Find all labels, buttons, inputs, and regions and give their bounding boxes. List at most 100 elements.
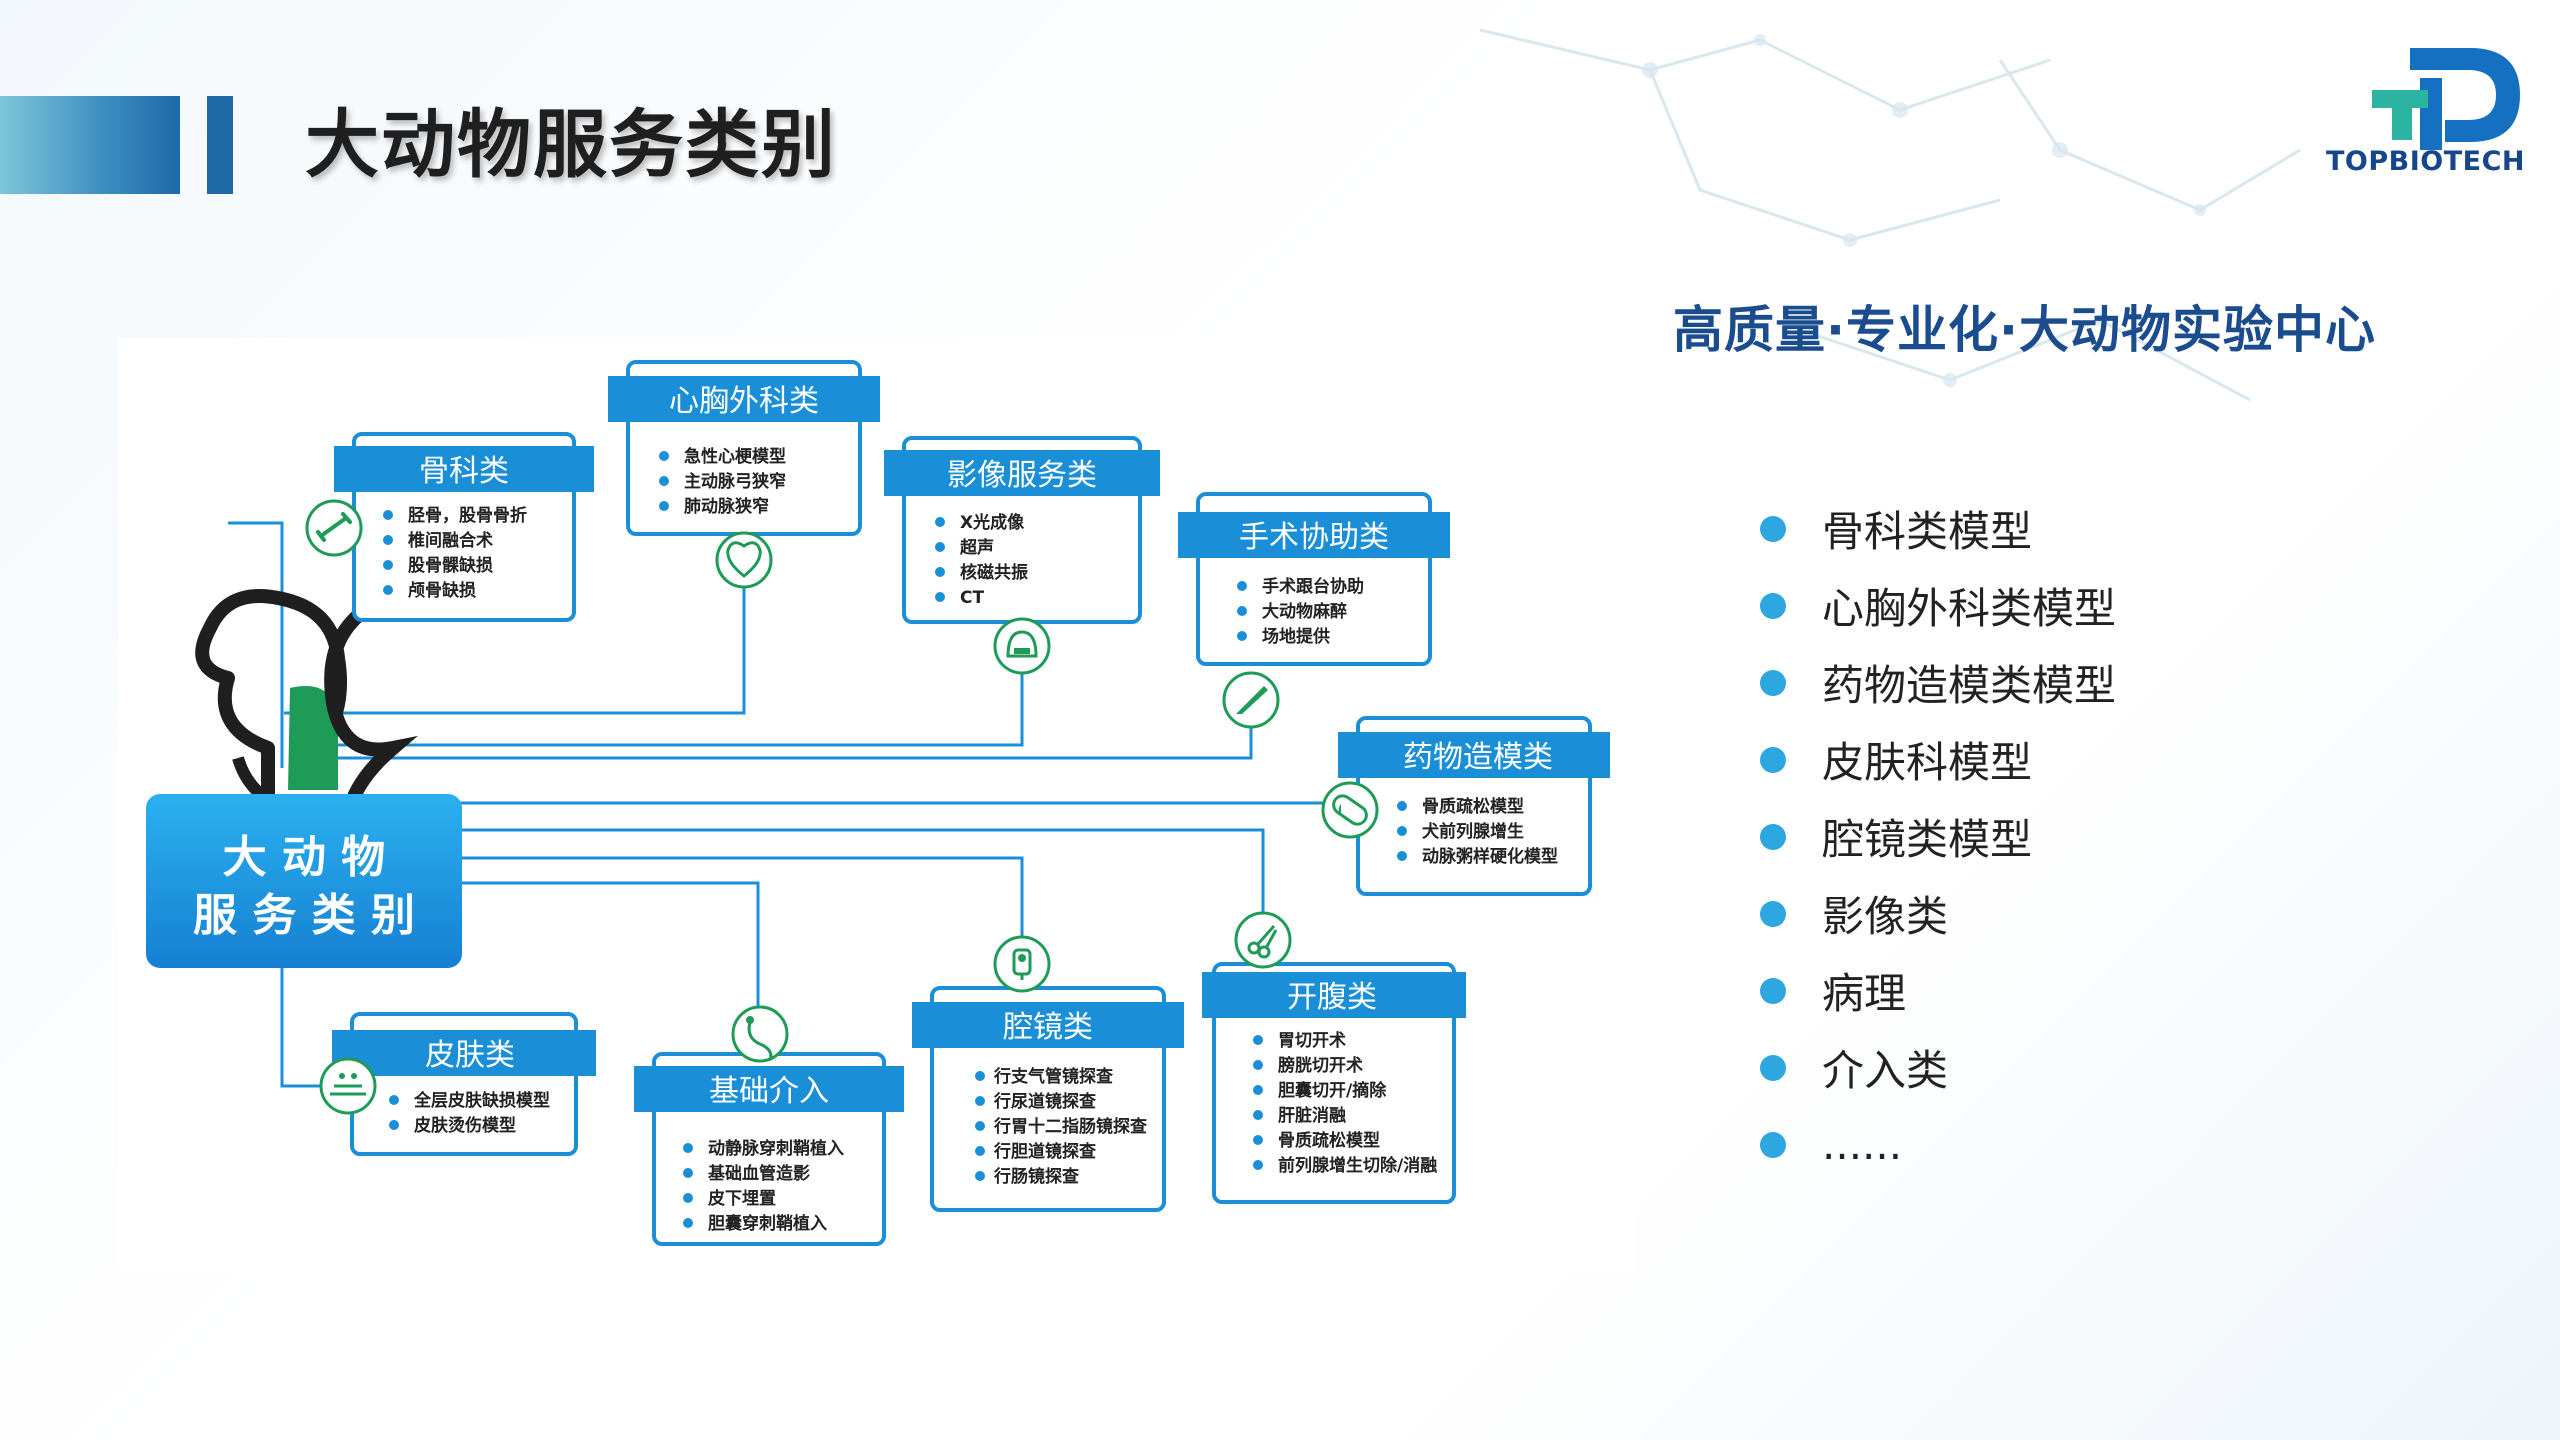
list-item: 介入类: [1760, 1029, 2116, 1106]
category-item: 胆囊切开/摘除: [1278, 1080, 1387, 1101]
skin-icon: [319, 1057, 377, 1115]
category-item: 胃切开术: [1278, 1030, 1346, 1051]
category-item: 颅骨缺损: [408, 580, 476, 601]
category-item: 股骨髁缺损: [408, 555, 493, 576]
category-title: 皮肤类: [425, 1038, 515, 1073]
list-item: 影像类: [1760, 875, 2116, 952]
bullet-dot: [1760, 515, 1786, 542]
category-title: 腔镜类: [1003, 1010, 1093, 1045]
bullet-dot: [1760, 1054, 1786, 1081]
category-item: 肺动脉狭窄: [684, 496, 769, 517]
bullet-dot: [1760, 823, 1786, 850]
category-title: 影像服务类: [947, 458, 1097, 493]
monkey-icon: [195, 589, 418, 815]
scissors-icon: [1234, 911, 1292, 969]
bullet-dot: [1760, 1131, 1786, 1158]
list-item: 心胸外科类模型: [1760, 567, 2116, 644]
category-title: 手术协助类: [1239, 520, 1389, 555]
bullet-dot: [1760, 592, 1786, 619]
list-item: 腔镜类模型: [1760, 798, 2116, 875]
list-item: ......: [1760, 1106, 2116, 1183]
category-item: X光成像: [960, 512, 1025, 533]
center-label-line2: 服 务 类 别: [193, 890, 415, 941]
center-label-line1: 大 动 物: [223, 832, 386, 883]
category-imaging: 影像服务类 X光成像 超声 核磁共振 CT: [884, 436, 1160, 624]
category-item: 行支气管镜探查: [993, 1066, 1114, 1087]
category-item: 胫骨，股骨骨折: [408, 505, 527, 526]
category-laparotomy: 开腹类 胃切开术 膀胱切开术 胆囊切开/摘除 肝脏消融 骨质疏松模型 前列腺增生…: [1202, 962, 1466, 1204]
center-node: 大 动 物 服 务 类 别: [146, 794, 462, 968]
category-item: 膀胱切开术: [1278, 1055, 1363, 1076]
service-model-list: 骨科类模型 心胸外科类模型 药物造模类模型 皮肤科模型 腔镜类模型 影像类 病理…: [1760, 490, 2116, 1183]
list-item: 皮肤科模型: [1760, 721, 2116, 798]
category-item: 前列腺增生切除/消融: [1278, 1155, 1437, 1176]
bullet-dot: [1760, 900, 1786, 927]
category-item: 行胆道镜探查: [993, 1141, 1097, 1162]
category-item: 全层皮肤缺损模型: [413, 1090, 550, 1111]
list-item-label: 病理: [1822, 969, 1907, 1018]
category-item: 大动物麻醉: [1262, 601, 1347, 622]
category-title: 开腹类: [1287, 980, 1377, 1015]
category-title: 基础介入: [709, 1074, 829, 1109]
category-item: 胆囊穿刺鞘植入: [708, 1213, 827, 1234]
category-item: 肝脏消融: [1278, 1105, 1346, 1126]
category-item: 手术跟台协助: [1262, 576, 1364, 597]
catheter-icon: [731, 1005, 789, 1063]
list-item: 病理: [1760, 952, 2116, 1029]
category-item: 场地提供: [1262, 626, 1330, 647]
category-title: 心胸外科类: [669, 384, 819, 419]
list-item: 骨科类模型: [1760, 490, 2116, 567]
category-item: 动脉粥样硬化模型: [1422, 846, 1558, 867]
category-surgical-assistance: 手术协助类 手术跟台协助 大动物麻醉 场地提供: [1178, 492, 1450, 666]
bullet-dot: [1760, 669, 1786, 696]
bullet-dot: [1760, 746, 1786, 773]
category-item: 超声: [960, 537, 994, 558]
list-item-label: ......: [1822, 1120, 1903, 1169]
category-item: 皮肤烫伤模型: [414, 1115, 516, 1136]
category-item: 基础血管造影: [707, 1163, 810, 1184]
category-item: 动静脉穿刺鞘植入: [708, 1138, 844, 1159]
heart-icon: [715, 531, 773, 589]
category-item: 行尿道镜探查: [993, 1091, 1097, 1112]
category-item: CT: [960, 588, 984, 608]
logo-text: TOPBIOTECH: [2326, 146, 2526, 177]
scalpel-icon: [1222, 671, 1280, 729]
category-item: 骨质疏松模型: [1278, 1130, 1380, 1151]
category-item: 行肠镜探查: [993, 1166, 1080, 1187]
endoscope-icon: [993, 935, 1051, 993]
list-item-label: 腔镜类模型: [1822, 815, 2033, 864]
category-item: 骨质疏松模型: [1422, 796, 1524, 817]
list-item-label: 骨科类模型: [1822, 507, 2033, 556]
list-item: 药物造模类模型: [1760, 644, 2116, 721]
list-item-label: 介入类: [1822, 1046, 1949, 1095]
category-basic-intervention: 基础介入 动静脉穿刺鞘植入 基础血管造影 皮下埋置 胆囊穿刺鞘植入: [634, 1052, 904, 1246]
bone-joint-icon: [305, 499, 363, 557]
category-item: 椎间融合术: [407, 530, 493, 551]
category-item: 行胃十二指肠镜探查: [993, 1116, 1148, 1137]
category-cardiothoracic: 心胸外科类 急性心梗模型 主动脉弓狭窄 肺动脉狭窄: [608, 360, 880, 536]
ct-scanner-icon: [993, 617, 1051, 675]
category-item: 皮下埋置: [708, 1188, 776, 1209]
list-item-label: 药物造模类模型: [1822, 661, 2117, 710]
category-item: 犬前列腺增生: [1422, 821, 1524, 842]
header-accent-bar: [0, 96, 180, 194]
list-item-label: 皮肤科模型: [1822, 738, 2033, 787]
page-title: 大动物服务类别: [305, 102, 837, 188]
header-accent-stripe: [207, 96, 233, 194]
capsule-icon: [1321, 781, 1379, 839]
category-item: 主动脉弓狭窄: [684, 471, 786, 492]
category-endoscopy: 腔镜类 行支气管镜探查 行尿道镜探查 行胃十二指肠镜探查 行胆道镜探查 行肠镜探…: [912, 986, 1184, 1212]
category-drug-models: 药物造模类 骨质疏松模型 犬前列腺增生 动脉粥样硬化模型: [1338, 716, 1610, 896]
service-category-diagram: 大 动 物 服 务 类 别 骨科类 胫骨，股骨骨折 椎间融合术 股骨髁缺损 颅骨…: [118, 338, 1635, 1270]
category-item: 核磁共振: [960, 562, 1028, 583]
list-item-label: 心胸外科类模型: [1822, 584, 2117, 633]
category-item: 急性心梗模型: [684, 446, 786, 467]
category-title: 骨科类: [419, 454, 509, 489]
bullet-dot: [1760, 977, 1786, 1004]
category-title: 药物造模类: [1403, 740, 1553, 775]
topbiotech-logo: [2372, 48, 2520, 150]
list-item-label: 影像类: [1822, 892, 1949, 941]
right-panel-subtitle: 高质量·专业化·大动物实验中心: [1673, 301, 2376, 359]
category-orthopedics: 骨科类 胫骨，股骨骨折 椎间融合术 股骨髁缺损 颅骨缺损: [334, 432, 594, 622]
